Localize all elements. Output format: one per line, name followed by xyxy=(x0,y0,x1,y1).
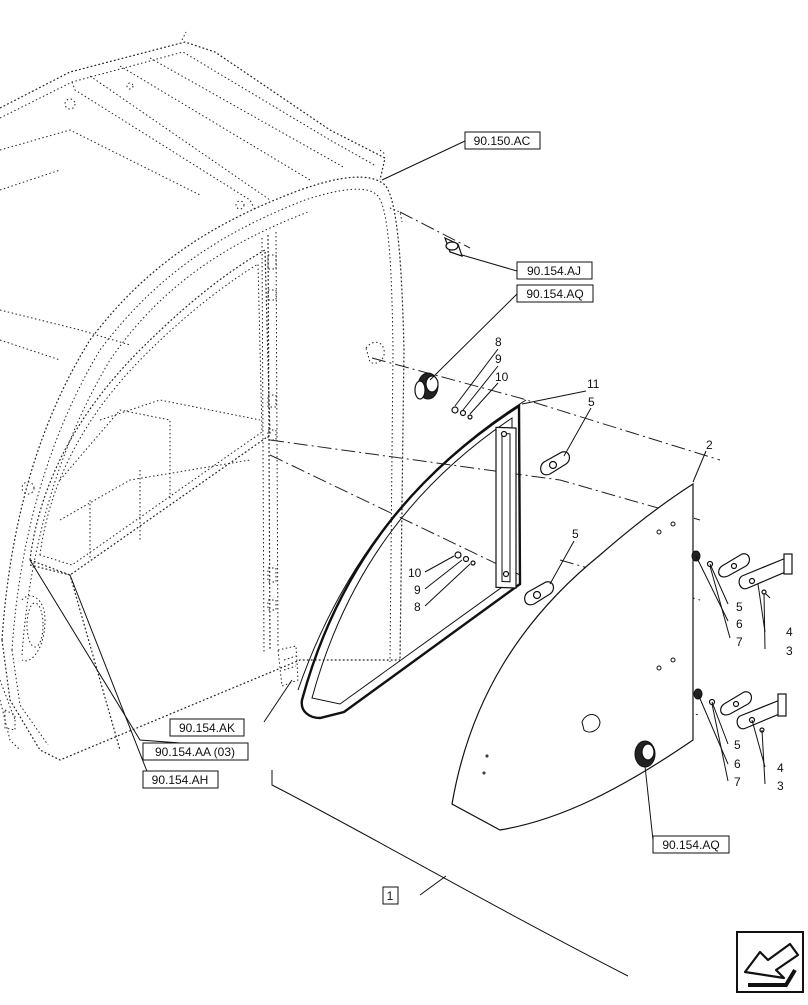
svg-text:1: 1 xyxy=(387,889,394,903)
ref-box-90-154-aj[interactable]: 90.154.AJ xyxy=(516,261,593,280)
ref-box-90-154-ak[interactable]: 90.154.AK xyxy=(169,718,245,737)
ref-box-90-154-aq-top[interactable]: 90.154.AQ xyxy=(516,284,594,303)
ref-box-90-154-aq-bottom[interactable]: 90.154.AQ xyxy=(652,835,730,854)
hinge-plate-upper xyxy=(540,451,571,476)
callout-10-top: 10 xyxy=(495,370,509,384)
fasteners-top xyxy=(451,406,473,420)
callout-9-bottom: 9 xyxy=(414,583,421,597)
callout-4-bottom: 4 xyxy=(777,761,784,775)
hinge-plate-lower xyxy=(524,581,555,606)
door-handle-knob-top xyxy=(414,372,439,400)
glass-panel xyxy=(451,482,694,831)
callout-6-bottom: 6 xyxy=(734,757,741,771)
fasteners-bottom xyxy=(454,551,476,566)
svg-text:90.154.AK: 90.154.AK xyxy=(179,721,235,735)
callout-7-bottom: 7 xyxy=(734,775,741,789)
callout-5-d: 5 xyxy=(734,738,741,752)
svg-text:90.150.AC: 90.150.AC xyxy=(474,134,531,148)
callout-8-bottom: 8 xyxy=(414,600,421,614)
door-handle-knob-bottom xyxy=(634,740,656,768)
callout-11: 11 xyxy=(587,377,600,391)
callout-2: 2 xyxy=(706,438,713,452)
cab-phantom-outline xyxy=(0,31,405,761)
callout-5-b: 5 xyxy=(572,527,579,541)
callout-6-top: 6 xyxy=(736,617,743,631)
hinge-assembly-top xyxy=(691,550,793,599)
callout-numbers: 2 8 9 10 11 5 5 10 9 8 5 6 7 4 3 5 6 7 4… xyxy=(408,335,793,793)
callout-8-top: 8 xyxy=(495,335,502,349)
svg-text:90.154.AH: 90.154.AH xyxy=(152,773,209,787)
arrow-next-page-icon[interactable] xyxy=(736,931,804,993)
callout-5-c: 5 xyxy=(736,600,743,614)
window-glass-seal xyxy=(297,399,527,720)
callout-3-bottom: 3 xyxy=(777,779,784,793)
callout-5-a: 5 xyxy=(588,395,595,409)
callout-10-bottom: 10 xyxy=(408,566,422,580)
ref-box-90-150-ac[interactable]: 90.150.AC xyxy=(464,131,541,150)
callout-7-top: 7 xyxy=(736,635,743,649)
hinge-assembly-bottom xyxy=(693,688,787,733)
svg-text:90.154.AA (03): 90.154.AA (03) xyxy=(155,745,235,759)
door-latch xyxy=(277,645,299,687)
pin-part xyxy=(443,236,463,257)
callout-4-top: 4 xyxy=(786,625,793,639)
callout-9-top: 9 xyxy=(495,352,502,366)
svg-text:90.154.AQ: 90.154.AQ xyxy=(526,287,583,301)
callout-3-top: 3 xyxy=(786,644,793,658)
ref-box-90-154-aa[interactable]: 90.154.AA (03) xyxy=(142,742,249,761)
svg-text:90.154.AJ: 90.154.AJ xyxy=(527,264,581,278)
ref-box-1[interactable]: 1 xyxy=(382,886,399,905)
ref-box-90-154-ah[interactable]: 90.154.AH xyxy=(142,770,219,789)
svg-text:90.154.AQ: 90.154.AQ xyxy=(662,838,719,852)
